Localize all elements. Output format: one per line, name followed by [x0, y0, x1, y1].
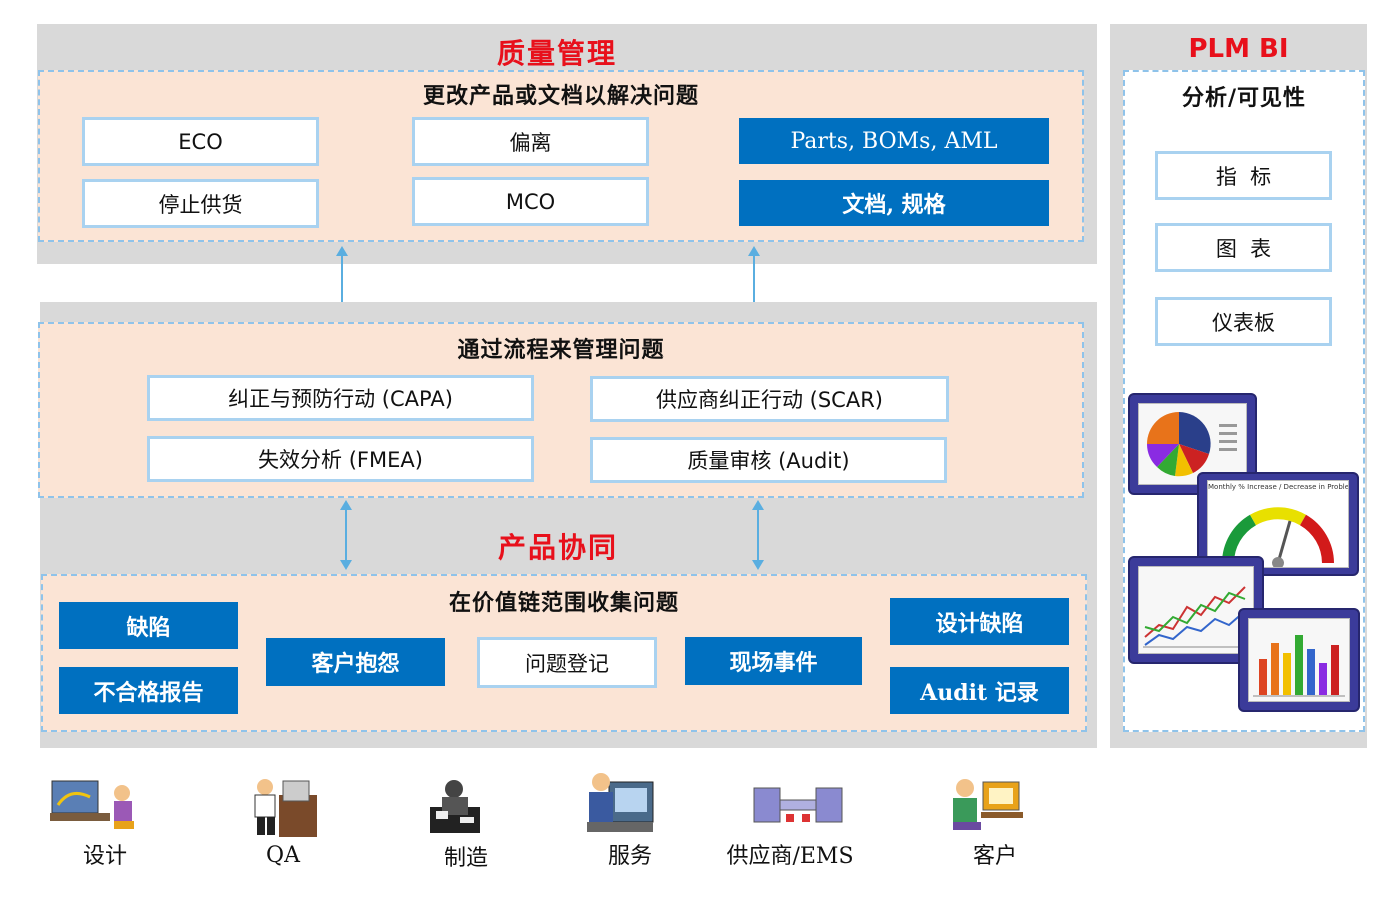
- scar-box: 供应商纠正行动 (SCAR): [590, 376, 949, 422]
- designer-icon: [50, 780, 134, 829]
- audit-box: 质量审核 (Audit): [590, 437, 947, 483]
- actor-label-qa: QA: [266, 843, 300, 868]
- gauge-caption: Monthly % Increase / Decrease in Problem: [1208, 483, 1348, 491]
- stop-supply-box: 停止供货: [82, 179, 319, 228]
- parts-boms-aml-box: Parts, BOMs, AML: [739, 118, 1049, 164]
- quality-subtitle: 更改产品或文档以解决问题: [422, 83, 699, 109]
- 3d-bar-chart-thumbnail: [1238, 608, 1360, 712]
- audit-record-box: Audit 记录: [890, 667, 1069, 714]
- service-icon: [587, 773, 654, 832]
- nonconformance-report-box: 不合格报告: [59, 667, 238, 714]
- actor-label-design: 设计: [82, 844, 127, 869]
- metrics-box: 指 标: [1155, 151, 1332, 200]
- pie-chart-icon: [1147, 412, 1237, 477]
- qa-engineer-icon: [254, 779, 317, 837]
- customer-complaint-box: 客户抱怨: [266, 638, 445, 686]
- field-event-box: 现场事件: [685, 637, 862, 685]
- fmea-box: 失效分析 (FMEA): [147, 436, 534, 482]
- double-arrow-icon: [752, 500, 764, 570]
- line-chart-thumbnail: [1128, 556, 1264, 664]
- dashboard-box: 仪表板: [1155, 297, 1332, 346]
- pie-chart-thumbnail: [1128, 393, 1257, 495]
- actor-label-service: 服务: [607, 844, 652, 869]
- plm-bi-subtitle: 分析/可见性: [1181, 85, 1307, 111]
- double-arrow-icon: [340, 500, 352, 570]
- actor-label-customer: 客户: [972, 844, 1017, 869]
- deviation-box: 偏离: [412, 117, 649, 166]
- collaboration-subtitle: 在价值链范围收集问题: [448, 590, 679, 616]
- quality-title: 质量管理: [496, 37, 617, 70]
- collaboration-title: 产品协同: [497, 531, 618, 564]
- actor-label-manufacturing: 制造: [443, 846, 488, 871]
- eco-box: ECO: [82, 117, 319, 166]
- line-chart-icon: [1143, 586, 1249, 648]
- actor-label-supplier: 供应商/EMS: [726, 844, 854, 869]
- capa-box: 纠正与预防行动 (CAPA): [147, 375, 534, 421]
- process-subtitle: 通过流程来管理问题: [457, 337, 665, 363]
- documents-specs-box: 文档, 规格: [739, 180, 1049, 226]
- defect-box: 缺陷: [59, 602, 238, 649]
- plm-bi-title: PLM BI: [1188, 34, 1289, 64]
- charts-box: 图 表: [1155, 223, 1332, 272]
- design-defect-box: 设计缺陷: [890, 598, 1069, 645]
- mco-box: MCO: [412, 177, 649, 226]
- bar-chart-icon: [1253, 635, 1345, 697]
- manufacturing-icon: [430, 780, 480, 833]
- supplier-icon: [753, 787, 843, 823]
- customer-icon: [953, 779, 1023, 830]
- issue-log-box: 问题登记: [477, 637, 657, 688]
